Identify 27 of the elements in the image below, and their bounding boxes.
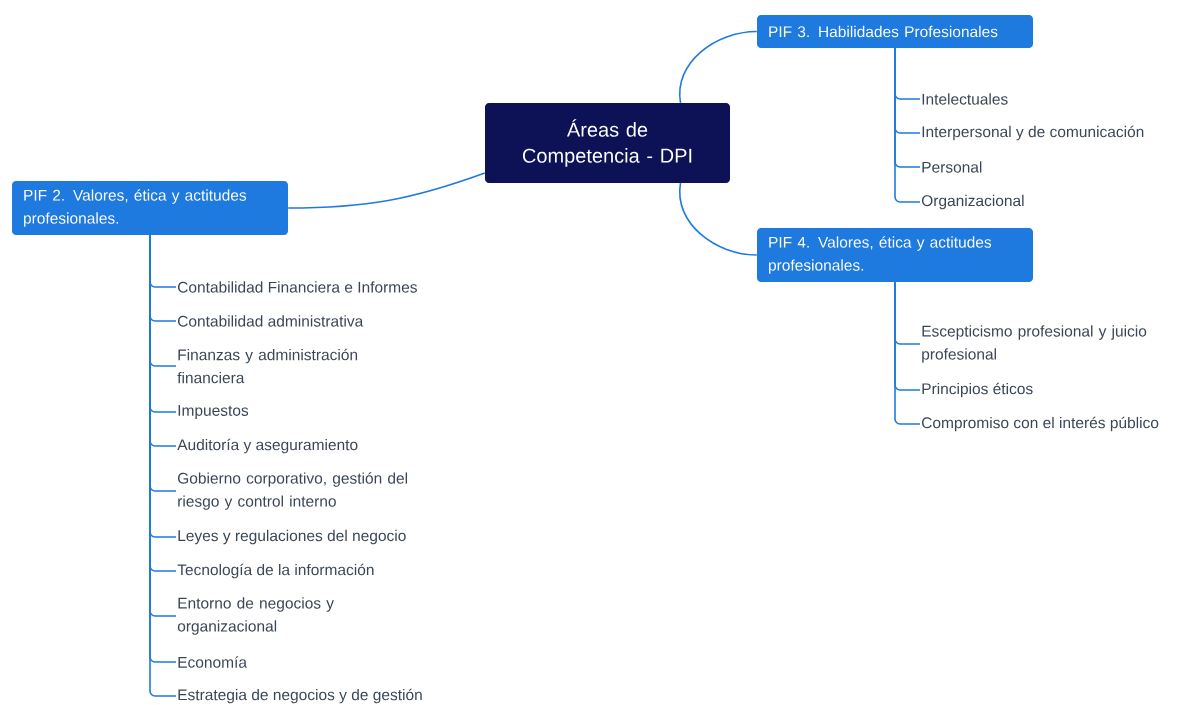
topic-item-text: Finanzas y administración financiera — [177, 348, 358, 384]
topic-item-text: Personal — [922, 161, 982, 173]
topic-item-text: Principios éticos — [922, 382, 1033, 398]
topic-item-text: Tecnología de la información — [177, 563, 374, 579]
topic-box: PIF 3. Habilidades Profesionales — [757, 15, 1033, 48]
branch-curve — [287, 172, 486, 209]
topic-box: PIF 2. Valores, ética y actitudes profesionales. — [12, 181, 288, 235]
topic-item-text: Contabilidad administrativa — [178, 315, 364, 327]
topic-item-text: Escepticismo profesional y juicio profesional — [922, 325, 1147, 363]
topic-item-text: Intelectuales — [922, 93, 1008, 105]
topic-item-text: Compromiso con el interés público — [922, 416, 1159, 432]
topic-item-text: Entorno de negocios y organizacional — [177, 597, 334, 635]
topic-item-text: Interpersonal y de comunicación — [922, 125, 1144, 141]
branch-connector — [894, 281, 921, 425]
topic-box: PIF 4. Valores, ética y actitudes profesionales. — [757, 228, 1033, 282]
topic-item-text: Impuestos — [178, 405, 249, 419]
branch-connector — [894, 47, 921, 203]
central-topic-box: Áreas de Competencia - DPI — [485, 103, 730, 183]
topic-item-text: Contabilidad Financiera e Informes — [178, 281, 417, 293]
branch-curve — [678, 182, 758, 256]
topic-item-text: Economía — [178, 656, 247, 668]
topic-item-text: Auditoría y aseguramiento — [177, 438, 358, 454]
branch-curve — [678, 30, 758, 104]
topic-item-text: Organizacional — [921, 194, 1024, 210]
topic-item-text: Estrategia de negocios y de gestión — [178, 688, 422, 704]
topic-item-text: Leyes y regulaciones del negocio — [178, 529, 406, 545]
topic-item-text: Gobierno corporativo, gestión del riesgo y control interno — [178, 472, 407, 510]
